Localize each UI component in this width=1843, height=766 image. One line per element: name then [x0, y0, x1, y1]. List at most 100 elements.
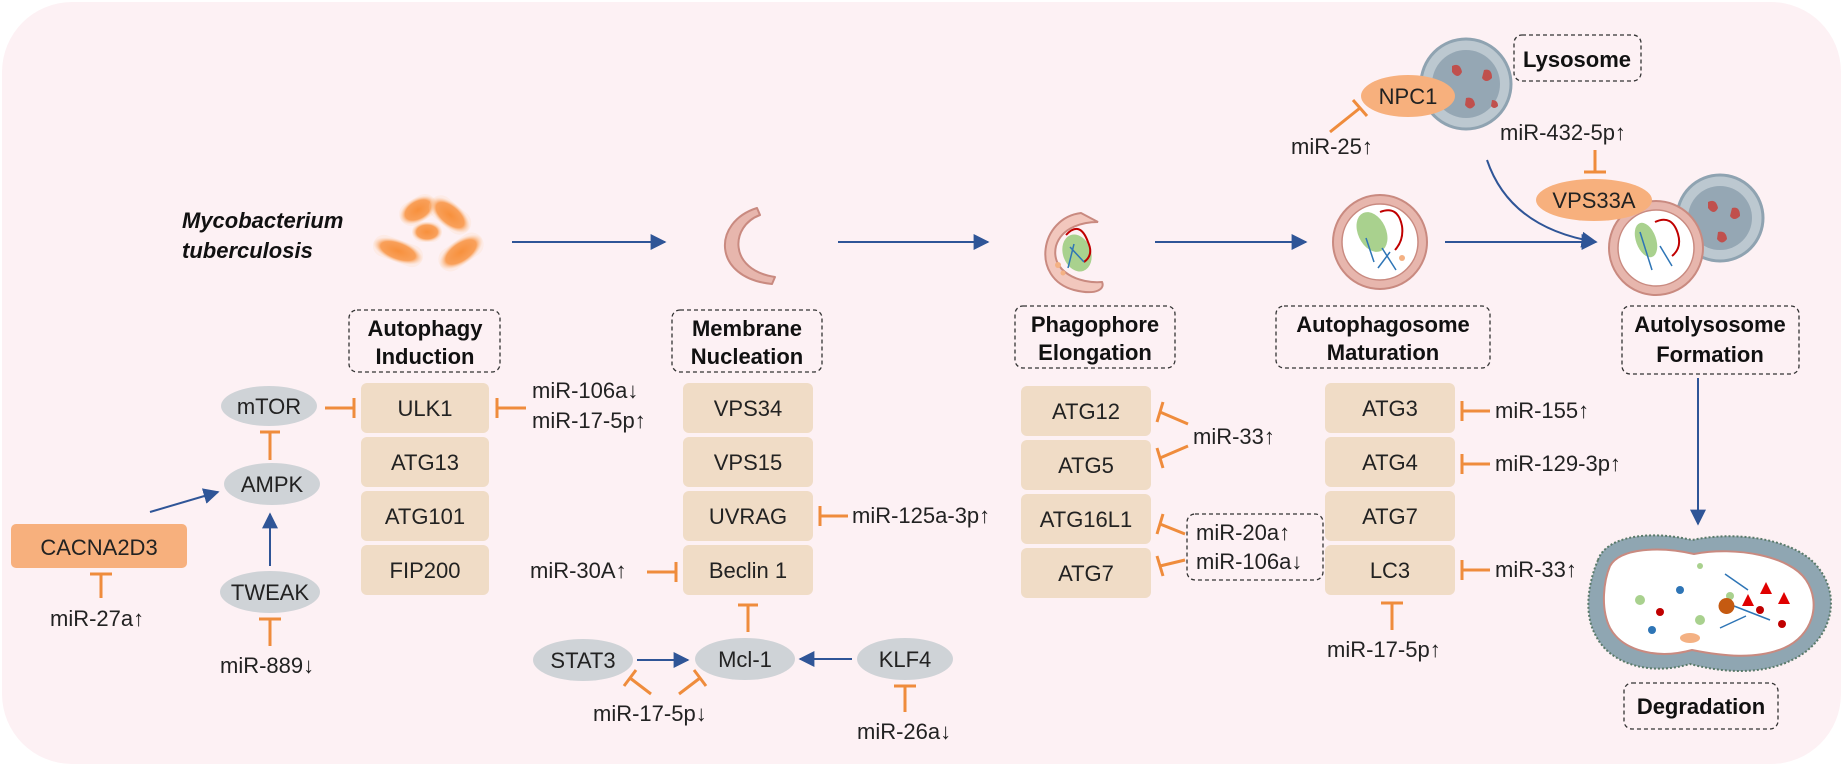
mir129-inhibit-atg4: [1460, 454, 1490, 474]
protein-box: [1325, 383, 1455, 433]
membrane-crescent-icon: [723, 207, 776, 285]
mir25-inhibit-npc1: [1329, 99, 1369, 134]
induction-label-line2: Induction: [376, 344, 475, 369]
protein-label: VPS34: [714, 396, 783, 421]
protein-label: ATG7: [1362, 504, 1418, 529]
bacteria-icon: [372, 194, 484, 272]
formation-label-box: [1621, 305, 1800, 375]
protein-label: FIP200: [390, 558, 461, 583]
protein-box: [683, 545, 813, 595]
mir17-mcl1-label: miR-17-5p↓: [593, 701, 707, 726]
vps33a-node: [1536, 179, 1652, 221]
mir106a-ulk1-label: miR-106a↓: [532, 378, 638, 403]
mir432-label: miR-432-5p↑: [1500, 120, 1626, 145]
elongation-label-line1: Phagophore: [1031, 312, 1159, 337]
protein-label: Beclin 1: [709, 558, 787, 583]
degradation-vesicle-icon: [1587, 534, 1832, 672]
nucleation-protein-column: VPS34 VPS15 UVRAG Beclin 1: [683, 383, 813, 595]
mir17-inhibit-lc3: [1381, 601, 1403, 630]
cacna2d3-node: [11, 524, 187, 568]
protein-box: [361, 437, 489, 487]
elongation-protein-column: ATG12 ATG5 ATG16L1 ATG7: [1021, 386, 1151, 598]
protein-label: LC3: [1370, 558, 1410, 583]
protein-label: UVRAG: [709, 504, 787, 529]
protein-box: [683, 437, 813, 487]
protein-label: ATG16L1: [1040, 507, 1133, 532]
mir33-lc3-label: miR-33↑: [1495, 557, 1577, 582]
protein-label: ATG12: [1052, 399, 1120, 424]
protein-box: [1325, 491, 1455, 541]
protein-box: [1325, 437, 1455, 487]
nucleation-label-box: [671, 309, 823, 373]
induction-label-box: [348, 309, 501, 373]
mir125a-inhibit-uvrag: [818, 506, 848, 526]
protein-box: [1021, 386, 1151, 436]
protein-label: VPS15: [714, 450, 783, 475]
formation-label-line1: Autolysosome: [1634, 312, 1786, 337]
protein-box: [683, 491, 813, 541]
maturation-label-line1: Autophagosome: [1296, 312, 1470, 337]
mcl1-label: Mcl-1: [718, 647, 772, 672]
induction-label-line1: Autophagy: [368, 316, 484, 341]
stat3-node: [533, 639, 633, 681]
mir30a-inhibit-beclin1: [647, 562, 678, 582]
degradation-label-box: [1623, 682, 1779, 730]
mir33-inhibit-lc3: [1460, 560, 1490, 580]
protein-box: [361, 491, 489, 541]
protein-label: ATG4: [1362, 450, 1418, 475]
mcl1-inhibit-beclin1: [738, 603, 758, 632]
nucleation-label-line1: Membrane: [692, 316, 802, 341]
mir432-inhibit-vps33a: [1584, 150, 1606, 174]
mir17-inhibit-mcl1: [678, 669, 708, 696]
mir155-label: miR-155↑: [1495, 398, 1589, 423]
maturation-label-box: [1275, 305, 1491, 369]
npc1-label: NPC1: [1379, 84, 1438, 109]
protein-box: [683, 383, 813, 433]
mir889-inhibit-tweak: [259, 617, 281, 646]
phagophore-icon: [1044, 211, 1104, 294]
mir17-lc3-label: miR-17-5p↑: [1327, 637, 1441, 662]
stat3-label: STAT3: [550, 648, 615, 673]
tweak-label: TWEAK: [231, 580, 310, 605]
mir20a-label: miR-20a↑: [1196, 520, 1290, 545]
protein-label: ATG101: [385, 504, 465, 529]
mtor-node: [221, 386, 317, 426]
npc1-node: [1361, 75, 1455, 117]
protein-box: [1325, 545, 1455, 595]
protein-box: [1021, 494, 1151, 544]
protein-label: ATG7: [1058, 561, 1114, 586]
mir129-label: miR-129-3p↑: [1495, 451, 1621, 476]
maturation-protein-column: ATG3 ATG4 ATG7 LC3: [1325, 383, 1455, 595]
mtor-inhibit-ulk1: [325, 398, 356, 418]
protein-label: ULK1: [397, 396, 452, 421]
organism-name-line2: tuberculosis: [182, 238, 313, 263]
mir26a-inhibit-klf4: [894, 684, 916, 712]
mir33-inhibit-atg5: [1155, 444, 1189, 469]
mirna-group-box: [1186, 513, 1324, 581]
tweak-node: [220, 571, 320, 613]
formation-label-line2: Formation: [1656, 342, 1764, 367]
mir26a-label: miR-26a↓: [857, 719, 951, 744]
mir17-ulk1-label: miR-17-5p↑: [532, 408, 646, 433]
degradation-label: Degradation: [1637, 694, 1765, 719]
mtor-label: mTOR: [237, 394, 301, 419]
mcl1-node: [695, 638, 795, 680]
mir33-inhibit-atg12: [1155, 401, 1189, 426]
ampk-inhibit-mtor: [260, 430, 280, 460]
elongation-label-line2: Elongation: [1038, 340, 1152, 365]
organism-name-line1: Mycobacterium: [182, 208, 343, 233]
nucleation-label-line2: Nucleation: [691, 344, 803, 369]
cacna2d3-activate-ampk: [149, 488, 220, 513]
protein-label: ATG5: [1058, 453, 1114, 478]
vps33a-label: VPS33A: [1552, 188, 1635, 213]
lysosome-fusion-arrow: [1486, 159, 1598, 248]
mir889-label: miR-889↓: [220, 653, 314, 678]
mir155-inhibit-atg3: [1460, 401, 1490, 421]
ampk-label: AMPK: [241, 472, 304, 497]
protein-box: [1021, 548, 1151, 598]
mir125a-label: miR-125a-3p↑: [852, 503, 990, 528]
mir27a-label: miR-27a↑: [50, 606, 144, 631]
autophagosome-icon: [1332, 194, 1428, 290]
mir106a-atg-label: miR-106a↓: [1196, 549, 1302, 574]
